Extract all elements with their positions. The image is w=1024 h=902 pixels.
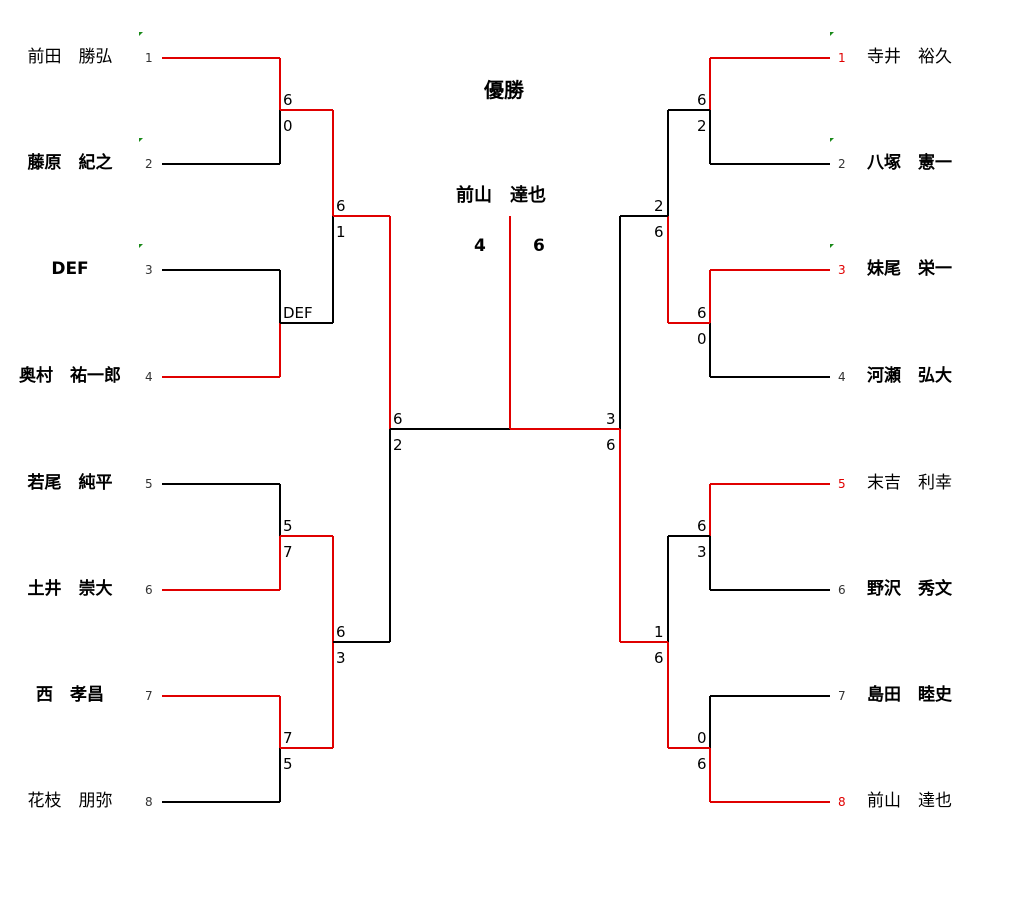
final-score-right: 6 [533, 236, 545, 256]
left-seed-2: 2 [145, 157, 153, 171]
right-r1-score-bot-3: 3 [697, 543, 707, 561]
left-r2-score-top-1: 6 [336, 197, 346, 215]
right-r1-score-bot-4: 6 [697, 755, 707, 773]
right-r1-score-top-3: 6 [697, 517, 707, 535]
left-player-name-3: DEF [51, 259, 89, 279]
right-player-name-3: 妹尾 栄一 [867, 259, 952, 279]
right-seed-5: 5 [838, 477, 846, 491]
right-entry-flag-1 [830, 32, 834, 36]
right-seed-3: 3 [838, 263, 846, 277]
left-seed-4: 4 [145, 370, 153, 384]
left-r1-score-bot-3: 7 [283, 543, 293, 561]
left-player-name-1: 前田 勝弘 [27, 47, 113, 67]
left-r2-score-bot-1: 1 [336, 223, 346, 241]
right-seed-1: 1 [838, 51, 846, 65]
right-r1-score-top-4: 0 [697, 729, 707, 747]
right-r2-score-bot-1: 6 [654, 223, 664, 241]
left-player-name-7: 西 孝昌 [36, 685, 104, 705]
left-r1-score-bot-1: 0 [283, 117, 293, 135]
right-player-name-8: 前山 達也 [867, 791, 952, 811]
left-seed-8: 8 [145, 795, 153, 809]
right-player-name-7: 島田 睦史 [867, 685, 952, 705]
right-player-name-1: 寺井 裕久 [867, 47, 952, 67]
left-player-name-5: 若尾 純平 [27, 473, 113, 493]
left-r1-score-top-1: 6 [283, 91, 293, 109]
left-r2-score-top-2: 6 [336, 623, 346, 641]
left-seed-7: 7 [145, 689, 153, 703]
right-r1-score-bot-1: 2 [697, 117, 707, 135]
left-r2-score-bot-2: 3 [336, 649, 346, 667]
left-seed-1: 1 [145, 51, 153, 65]
right-player-name-4: 河瀬 弘大 [867, 366, 952, 386]
right-r2-score-bot-2: 6 [654, 649, 664, 667]
right-seed-8: 8 [838, 795, 846, 809]
right-seed-7: 7 [838, 689, 846, 703]
left-player-name-8: 花枝 朋弥 [27, 791, 113, 811]
right-player-name-5: 末吉 利幸 [867, 473, 952, 493]
left-entry-flag-1 [139, 32, 143, 36]
left-sf-score-bot: 2 [393, 436, 403, 454]
left-r1-score-top-3: 5 [283, 517, 293, 535]
left-player-name-4: 奥村 祐一郎 [19, 366, 121, 386]
left-player-name-6: 土井 崇大 [27, 579, 113, 599]
right-player-name-2: 八塚 憲一 [867, 153, 952, 173]
left-r1-score-top-2: DEF [283, 304, 313, 322]
left-entry-flag-2 [139, 138, 143, 142]
right-r1-score-bot-2: 0 [697, 330, 707, 348]
champion-title: 優勝 [484, 78, 524, 102]
final-score-left: 4 [474, 236, 486, 256]
right-seed-6: 6 [838, 583, 846, 597]
right-seed-4: 4 [838, 370, 846, 384]
left-seed-3: 3 [145, 263, 153, 277]
right-r1-score-top-1: 6 [697, 91, 707, 109]
right-entry-flag-2 [830, 138, 834, 142]
right-r2-score-top-1: 2 [654, 197, 664, 215]
right-seed-2: 2 [838, 157, 846, 171]
right-sf-score-top: 3 [606, 410, 616, 428]
right-player-name-6: 野沢 秀文 [867, 579, 952, 599]
right-r1-score-top-2: 6 [697, 304, 707, 322]
left-r1-score-top-4: 7 [283, 729, 293, 747]
left-seed-5: 5 [145, 477, 153, 491]
right-r2-score-top-2: 1 [654, 623, 664, 641]
right-entry-flag-3 [830, 244, 834, 248]
left-entry-flag-3 [139, 244, 143, 248]
left-r1-score-bot-4: 5 [283, 755, 293, 773]
champion-name: 前山 達也 [456, 185, 546, 206]
left-seed-6: 6 [145, 583, 153, 597]
left-sf-score-top: 6 [393, 410, 403, 428]
left-player-name-2: 藤原 紀之 [27, 153, 113, 173]
right-sf-score-bot: 6 [606, 436, 616, 454]
